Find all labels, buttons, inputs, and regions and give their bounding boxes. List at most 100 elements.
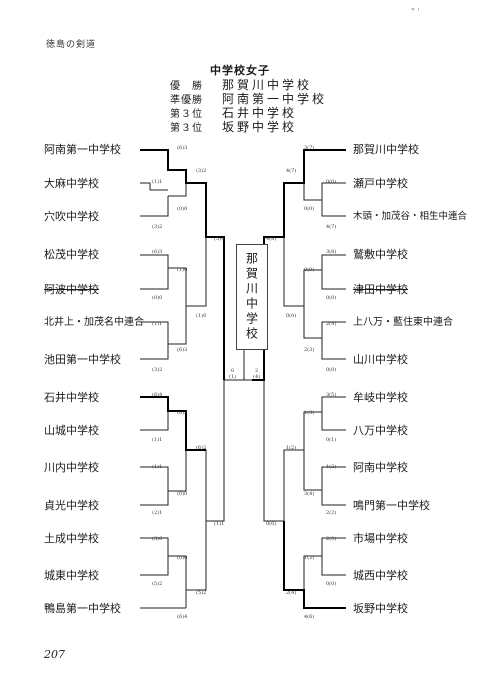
match-score: 0(0) xyxy=(286,313,297,319)
match-score: 3(7) xyxy=(304,145,315,151)
result-team: 阿南第一中学校 xyxy=(222,92,328,106)
page-number: 207 xyxy=(44,648,65,661)
team-name: 瀬戸中学校 xyxy=(353,177,408,190)
match-score: (1)1 xyxy=(152,321,163,327)
team-name: 木頭・加茂谷・相生中連合 xyxy=(353,211,468,222)
page-title: 中学校女子 xyxy=(210,64,270,77)
match-score: (3)0 xyxy=(152,536,163,542)
corner-mark: " ' xyxy=(411,7,420,16)
match-score: 2(3) xyxy=(326,536,337,542)
match-score: (3)2 xyxy=(152,224,163,230)
result-label: 第３位 xyxy=(170,109,203,120)
match-score: 4(7) xyxy=(326,224,337,230)
team-name: 石井中学校 xyxy=(44,391,99,404)
team-name: 城東中学校 xyxy=(44,569,99,582)
match-score: 3(5) xyxy=(326,392,337,398)
match-score: 4(8) xyxy=(266,236,277,242)
match-score: 3(8) xyxy=(326,249,337,255)
match-score: 3(4) xyxy=(304,491,315,497)
team-name: 鴨島第一中学校 xyxy=(44,602,121,615)
result-label: 第３位 xyxy=(170,123,203,134)
final-score-left: 0 (1) xyxy=(229,368,237,380)
result-team: 那賀川中学校 xyxy=(222,78,313,92)
match-score: 0(0) xyxy=(326,179,337,185)
match-score: 2(4) xyxy=(286,590,297,596)
team-name: 坂野中学校 xyxy=(353,602,408,615)
team-name: 大麻中学校 xyxy=(44,177,99,190)
match-score: 2(2) xyxy=(326,510,337,516)
team-name: 津田中学校 xyxy=(353,283,408,296)
result-row: 優 勝 那賀川中学校 xyxy=(170,76,312,93)
champion-box: 那賀川中学校 xyxy=(236,244,268,350)
result-label: 準優勝 xyxy=(170,95,203,106)
result-row: 第３位 石井中学校 xyxy=(170,104,297,121)
team-name: 八万中学校 xyxy=(353,424,408,437)
match-score: (5)4 xyxy=(214,236,225,242)
match-score: 0(0) xyxy=(326,581,337,587)
champion-name: 那賀川中学校 xyxy=(244,252,259,342)
match-score: 0(0) xyxy=(304,206,315,212)
match-score: (6)3 xyxy=(177,410,188,416)
match-score: 0(0) xyxy=(304,267,315,273)
match-score: (1)1 xyxy=(214,521,225,527)
team-name: 阿南中学校 xyxy=(353,461,408,474)
team-name: 上八万・藍住東中連合 xyxy=(353,317,453,328)
match-score: 4(7) xyxy=(286,168,297,174)
match-score: (6)2 xyxy=(196,445,207,451)
result-row: 第３位 坂野中学校 xyxy=(170,118,297,135)
match-score: 1(2) xyxy=(304,555,315,561)
team-name: 鷲敷中学校 xyxy=(353,248,408,261)
team-name: 山川中学校 xyxy=(353,353,408,366)
match-score: (1)1 xyxy=(152,464,163,470)
team-name: 牟岐中学校 xyxy=(353,391,408,404)
team-name: 池田第一中学校 xyxy=(44,353,121,366)
match-score: 0(0) xyxy=(326,295,337,301)
match-score: 1(3) xyxy=(304,410,315,416)
match-score: (6)3 xyxy=(177,347,188,353)
match-score: (6)4 xyxy=(152,392,163,398)
match-score: (1)0 xyxy=(196,313,207,319)
match-score: 1(2) xyxy=(326,464,337,470)
team-name: 鳴門第一中学校 xyxy=(353,499,430,512)
match-score: 4(6) xyxy=(304,614,315,620)
final-score-right: 2 (4) xyxy=(253,368,261,380)
match-score: (0)0 xyxy=(152,295,163,301)
team-name: 川内中学校 xyxy=(44,461,99,474)
match-score: 0(1) xyxy=(326,437,337,443)
match-score: (0)0 xyxy=(177,206,188,212)
team-name: 山城中学校 xyxy=(44,424,99,437)
team-name: 北井上・加茂名中連合 xyxy=(44,317,144,328)
team-name: 那賀川中学校 xyxy=(353,143,419,156)
match-score: (3)2 xyxy=(152,367,163,373)
match-score: (3)2 xyxy=(196,168,207,174)
book-header: 徳島の剣道 xyxy=(46,40,97,50)
match-score: 2(3) xyxy=(304,347,315,353)
team-name: 城西中学校 xyxy=(353,569,408,582)
match-score: (1)1 xyxy=(152,437,163,443)
match-score: 1(2) xyxy=(286,445,297,451)
match-score: (6)3 xyxy=(152,249,163,255)
match-score: 0(0) xyxy=(266,521,277,527)
match-score: (5)2 xyxy=(196,590,207,596)
team-name: 土成中学校 xyxy=(44,532,99,545)
team-name: 貞光中学校 xyxy=(44,499,99,512)
match-score: (6)4 xyxy=(177,614,188,620)
team-name: 市場中学校 xyxy=(353,532,408,545)
team-name: 松茂中学校 xyxy=(44,248,99,261)
result-row: 準優勝 阿南第一中学校 xyxy=(170,90,327,107)
match-score: (1)1 xyxy=(152,179,163,185)
result-team: 石井中学校 xyxy=(222,106,298,120)
team-name: 穴吹中学校 xyxy=(44,210,99,223)
match-score: 2(4) xyxy=(326,321,337,327)
result-label: 優 勝 xyxy=(170,81,203,92)
match-score: (1)0 xyxy=(177,267,188,273)
match-score: (2)1 xyxy=(152,510,163,516)
result-team: 坂野中学校 xyxy=(222,120,298,134)
match-score: (5)2 xyxy=(152,581,163,587)
match-score: 0(0) xyxy=(326,367,337,373)
match-score: (6)3 xyxy=(177,145,188,151)
match-score: (0)0 xyxy=(177,491,188,497)
team-name: 阿波中学校 xyxy=(44,283,99,296)
team-name: 阿南第一中学校 xyxy=(44,143,121,156)
